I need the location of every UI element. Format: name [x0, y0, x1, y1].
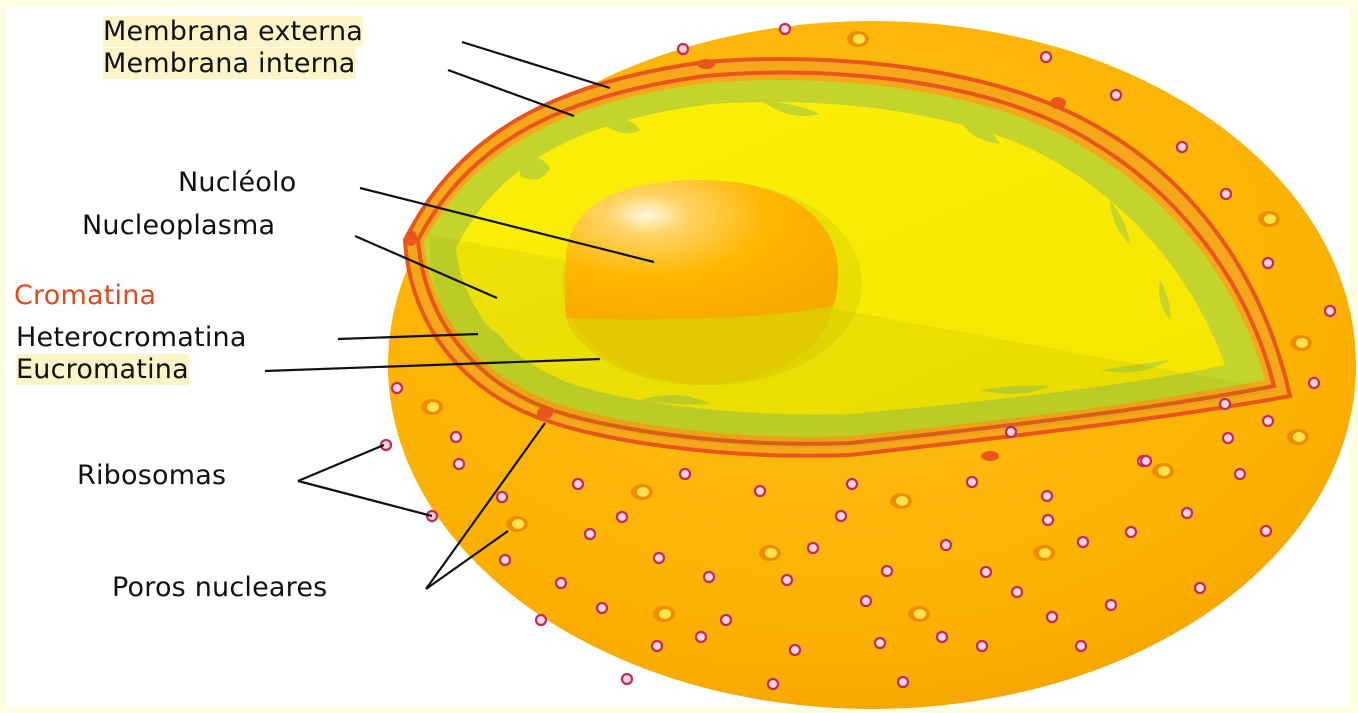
ribosome-dot [392, 383, 402, 393]
ribosome-dot [556, 578, 566, 588]
ribosome-dot [1235, 469, 1245, 479]
ribosome-dot [1012, 587, 1022, 597]
ribosome-dot [1043, 515, 1053, 525]
ribosome-dot [1223, 433, 1233, 443]
ribosome-dot [573, 479, 583, 489]
ribosome-dot [1078, 537, 1088, 547]
ribosome-dot [782, 575, 792, 585]
ribosome-dot [1263, 416, 1273, 426]
label-chromatin: Cromatina [14, 280, 156, 312]
ribosome-dot [1126, 527, 1136, 537]
ribosome-dot [585, 529, 595, 539]
ribosome-dot [721, 615, 731, 625]
ribosome-dot [808, 543, 818, 553]
ribosome-dot [1006, 427, 1016, 437]
ribosome-dot [680, 469, 690, 479]
ribosome-dot [790, 645, 800, 655]
ribosome-dot [981, 567, 991, 577]
label-euchromatin-text: Eucromatina [16, 354, 189, 385]
ribosome-dot [454, 459, 464, 469]
ribosome-dot [1141, 456, 1151, 466]
ribosome-dot [536, 615, 546, 625]
ribosome-dot [836, 511, 846, 521]
ribosome-dot [861, 596, 871, 606]
nuclear-pore [847, 31, 869, 47]
ribosome-dot [1220, 399, 1230, 409]
ribosome-dot [451, 432, 461, 442]
nuclear-pore [1287, 429, 1309, 445]
label-inner-membrane-text: Membrana interna [103, 48, 356, 79]
ribosome-dot [755, 486, 765, 496]
ribosome-dot [1182, 508, 1192, 518]
nuclear-pore [1290, 335, 1312, 351]
ribosome-dot [977, 641, 987, 651]
ribosome-dot [500, 555, 510, 565]
ribosome-dot [652, 641, 662, 651]
ribosome-dot [1263, 258, 1273, 268]
ribosome-dot [1261, 526, 1271, 536]
label-heterochromatin: Heterocromatina [16, 322, 247, 354]
label-euchromatin: Eucromatina [16, 354, 189, 386]
nuclear-pore [908, 606, 930, 622]
ribosome-dot [497, 492, 507, 502]
ribosome-dot [1106, 600, 1116, 610]
nuclear-pore [890, 493, 912, 509]
ribosome-dot [597, 603, 607, 613]
label-nucleolus: Nucléolo [178, 167, 296, 199]
label-nuclear-pores: Poros nucleares [112, 572, 327, 604]
ribosome-dot [937, 632, 947, 642]
ribosome-dot [1041, 52, 1051, 62]
nuclear-pore [653, 606, 675, 622]
ribosome-dot [704, 572, 714, 582]
ribosome-dot [654, 553, 664, 563]
ribosome-dot [678, 44, 688, 54]
nuclear-pore [1152, 463, 1174, 479]
ribosome-dot [1325, 306, 1335, 316]
ribosome-dot [617, 512, 627, 522]
nuclear-pore [1033, 545, 1055, 561]
nuclear-pore [759, 545, 781, 561]
ribosome-dot [1111, 90, 1121, 100]
label-inner-membrane: Membrana interna [103, 48, 356, 80]
ribosome-dot [1195, 583, 1205, 593]
ribosome-dot [1221, 189, 1231, 199]
ribosome-dot [780, 24, 790, 34]
ribosome-dot [696, 632, 706, 642]
ribosome-dot [1047, 612, 1057, 622]
leader-inner-membrane [448, 70, 574, 116]
ribosome-dot [941, 540, 951, 550]
ribosome-dot [882, 566, 892, 576]
leader-ribosome-b [298, 481, 432, 516]
leader-outer-membrane [462, 42, 610, 88]
ribosome-dot [1177, 142, 1187, 152]
nuclear-pore [421, 399, 443, 415]
ribosome-dot [1076, 641, 1086, 651]
ribosome-dot [768, 679, 778, 689]
nuclear-pore [1258, 211, 1280, 227]
ribosome-dot [898, 677, 908, 687]
label-outer-membrane-text: Membrana externa [103, 16, 363, 47]
ribosome-dot [622, 674, 632, 684]
ribosome-dot [847, 479, 857, 489]
ribosome-dot [875, 638, 885, 648]
label-nucleoplasm: Nucleoplasma [82, 210, 275, 242]
nuclear-pore [506, 516, 528, 532]
nuclear-pore [631, 484, 653, 500]
ribosome-dot [1309, 378, 1319, 388]
ribosome-dot [1042, 491, 1052, 501]
leader-ribosome-a [298, 445, 384, 481]
label-outer-membrane: Membrana externa [103, 16, 363, 48]
ribosome-dot [967, 477, 977, 487]
label-ribosomes: Ribosomas [77, 460, 226, 492]
